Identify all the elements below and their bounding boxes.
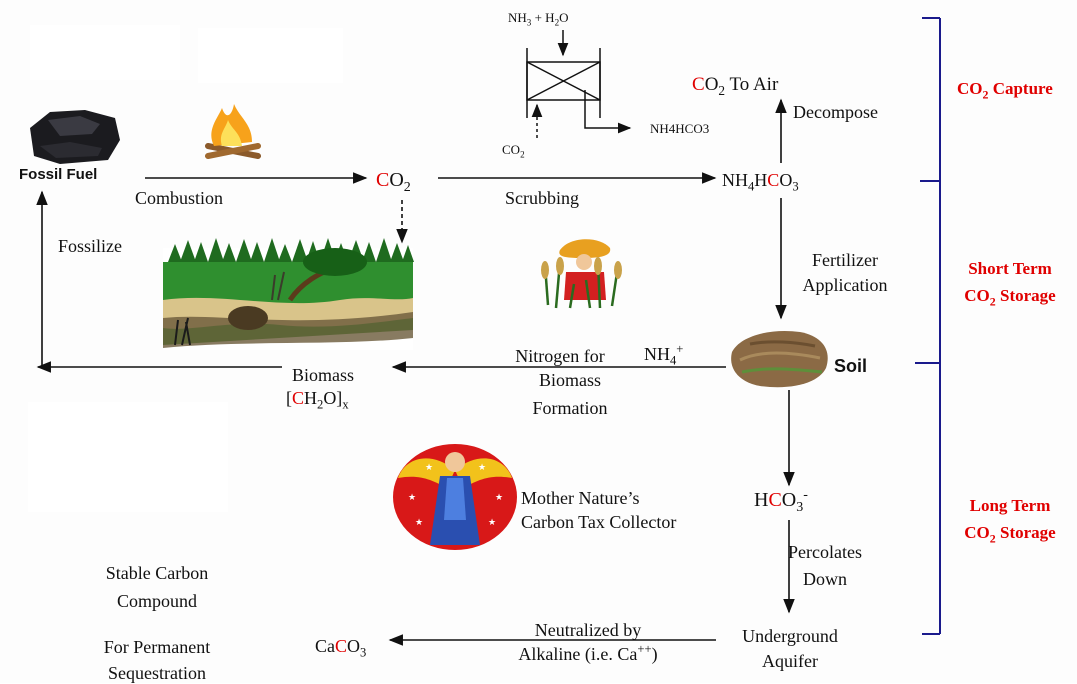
nitrogen-label-line3: Formation xyxy=(532,398,608,418)
nitrogen-label-line1: Nitrogen for xyxy=(515,346,605,366)
fossilize-label: Fossilize xyxy=(58,236,123,256)
mother-nature-angel-icon: ★ ★ ★ ★ ★ ★ xyxy=(393,444,517,550)
scrubber-tower-icon xyxy=(526,30,632,138)
fossil-fuel-rock-icon xyxy=(30,110,120,164)
co2-capture-label: CO2 Capture xyxy=(957,79,1053,102)
decompose-label: Decompose xyxy=(793,102,878,122)
blank-patch xyxy=(198,28,343,83)
svg-text:★: ★ xyxy=(495,493,503,503)
blank-patch xyxy=(28,402,228,512)
svg-text:★: ★ xyxy=(408,493,416,503)
scrubber-co2-label: CO2 xyxy=(502,142,525,160)
co2-center-label: CO2 xyxy=(376,169,411,195)
soil-label: Soil xyxy=(834,356,868,376)
nh3-h2o-label: NH3 + H2O xyxy=(508,10,569,28)
nitrogen-label-line2: Biomass xyxy=(538,370,601,390)
storage-bracket xyxy=(915,17,941,635)
fossil-fuel-label: Fossil Fuel xyxy=(19,166,98,183)
biomass-label: Biomass xyxy=(291,365,354,385)
biomass-formula-label: [CH2O]x xyxy=(286,388,349,412)
svg-text:★: ★ xyxy=(478,463,486,473)
scrubbing-label: Scrubbing xyxy=(505,188,579,208)
soil-patch-icon xyxy=(731,330,828,388)
svg-text:★: ★ xyxy=(488,518,496,528)
farmer-crops-icon xyxy=(541,239,622,309)
co2-to-air-label: CO2 To Air xyxy=(692,74,779,98)
combustion-label: Combustion xyxy=(135,188,224,208)
svg-text:★: ★ xyxy=(415,518,423,528)
scrubber-output-label: NH4HCO3 xyxy=(650,121,710,136)
blank-patch xyxy=(30,25,180,80)
forest-biomass-icon xyxy=(163,238,414,350)
campfire-icon xyxy=(205,104,261,159)
bicarbonate-label: HCO3- xyxy=(754,487,808,515)
calcium-carbonate-label: CaCO3 xyxy=(315,636,367,660)
ammonium-bicarbonate-label: NH4HCO3 xyxy=(722,170,799,194)
svg-text:★: ★ xyxy=(425,463,433,473)
ammonium-label: NH4+ xyxy=(644,342,684,368)
flow-arrows xyxy=(36,98,795,646)
